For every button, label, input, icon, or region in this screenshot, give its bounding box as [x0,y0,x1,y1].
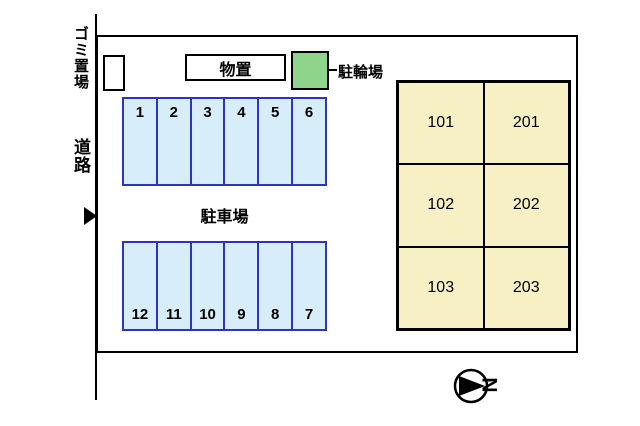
parking-row-top: 1 2 3 4 5 6 [122,97,327,186]
parking-lot-label: 駐車場 [200,209,249,226]
road-label: 道路 [71,138,90,174]
parking-space: 8 [259,241,294,331]
parking-space: 5 [259,97,294,186]
unit-cell: 102 [398,164,484,247]
unit-cell: 201 [483,82,569,165]
parking-space: 3 [191,97,226,186]
storage-shed-label: 物置 [219,61,252,79]
parking-space: 7 [293,241,327,331]
building: 101 201 102 202 103 203 [396,80,571,331]
parking-space: 9 [225,241,260,331]
unit-cell: 101 [398,82,484,165]
parking-space: 6 [293,97,327,186]
parking-row-bottom: 12 11 10 9 8 7 [122,241,327,331]
unit-cell: 203 [483,246,569,329]
north-letter: N [477,377,501,393]
storage-shed: 物置 [185,54,286,81]
parking-space: 1 [122,97,158,186]
unit-cell: 202 [483,164,569,247]
unit-cell: 103 [398,246,484,329]
compass-icon [452,366,496,411]
bicycle-parking-label: 駐輪場 [338,64,384,81]
bicycle-parking-area [291,51,329,90]
parking-space: 11 [157,241,192,331]
parking-space: 2 [157,97,192,186]
parking-space: 10 [191,241,226,331]
garbage-box [103,55,125,91]
road-arrow-icon [84,207,97,225]
bicycle-parking-leader-line [329,69,337,71]
parking-space: 4 [225,97,260,186]
garbage-area-label: ゴミ置場 [72,26,89,90]
parking-space: 12 [122,241,158,331]
